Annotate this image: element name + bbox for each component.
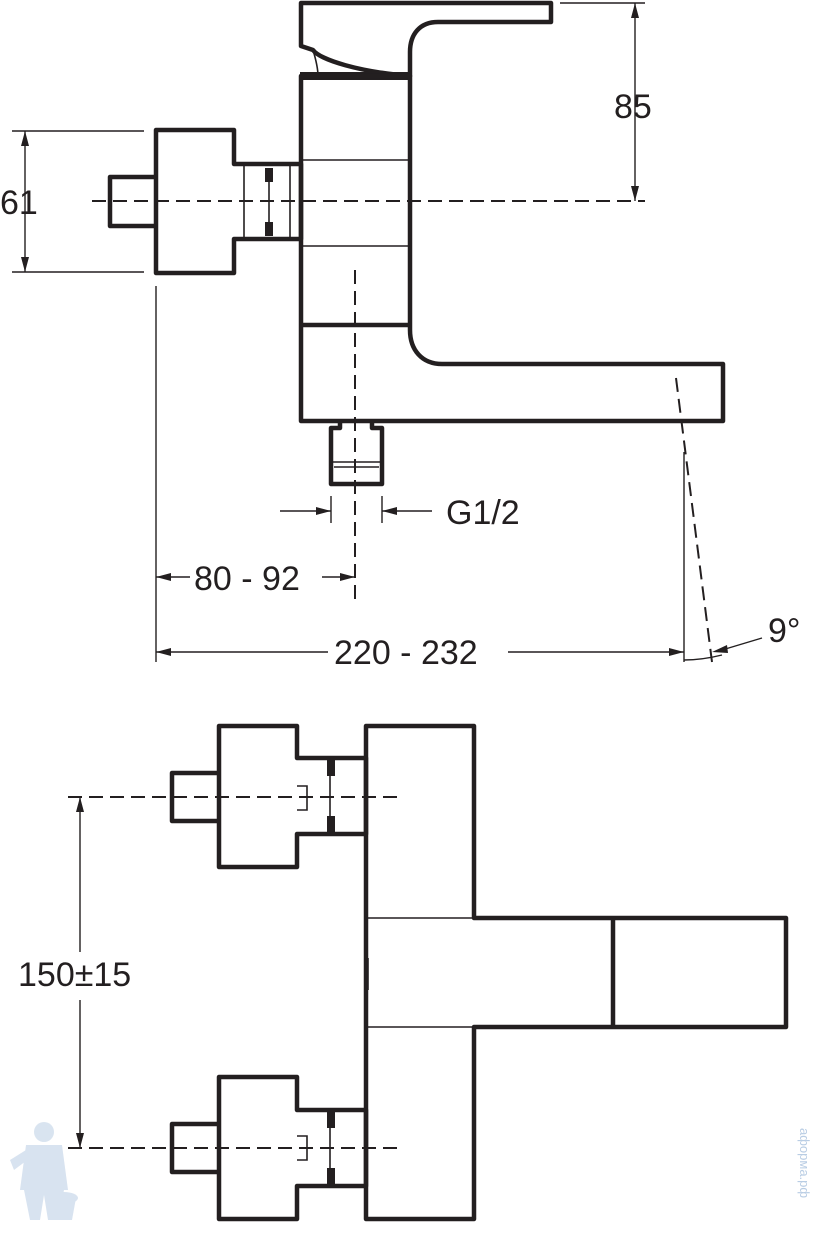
faucet-body (298, 73, 726, 424)
dim-knob-diameter-label: 61 (0, 184, 38, 222)
dim-angle-label: 9° (768, 612, 801, 650)
dim-height-label: 85 (614, 88, 652, 126)
plumber-mascot-logo (10, 1122, 78, 1220)
lever-handle (298, 0, 554, 79)
dim-inlet-distance-label: 80 - 92 (194, 560, 300, 598)
side-view: 85 61 G1/2 80 - 92 220 - 232 9° (0, 0, 801, 672)
dim-total-depth-label: 220 - 232 (334, 634, 478, 672)
top-knob-lower (216, 1074, 369, 1222)
top-body (363, 723, 789, 1222)
top-view: 150±15 (18, 723, 789, 1222)
side-knob-stem (107, 174, 156, 229)
watermark-text: аформа.рф (797, 1128, 812, 1198)
dim-inlet-spacing-label: 150±15 (18, 956, 131, 994)
top-knob-upper (216, 723, 369, 870)
dim-thread-label: G1/2 (446, 494, 520, 532)
side-knob (153, 127, 304, 276)
inlet-connector (328, 421, 385, 487)
